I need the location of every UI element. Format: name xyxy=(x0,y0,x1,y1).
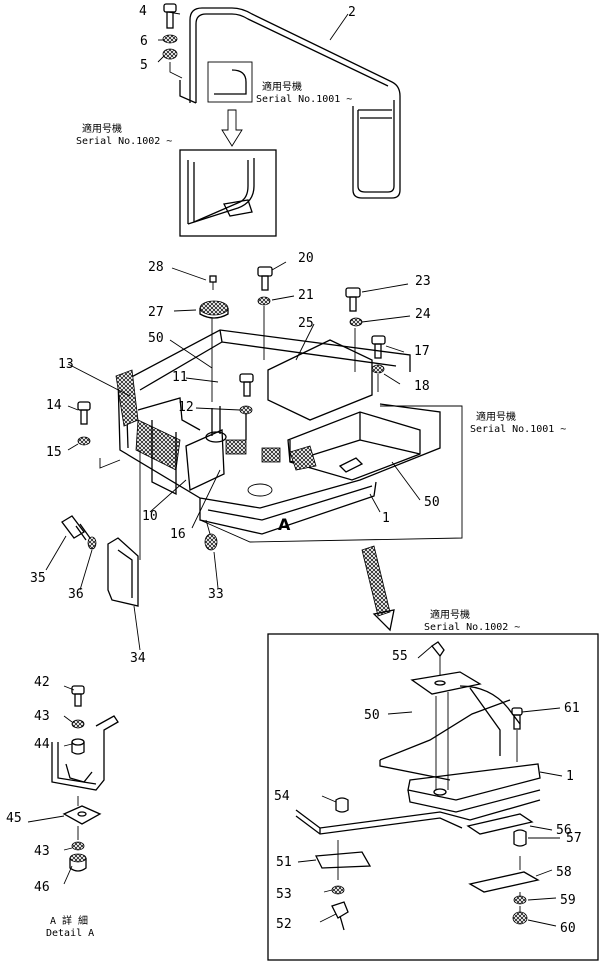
callout-15: 15 xyxy=(46,445,62,460)
washer-6 xyxy=(162,34,178,44)
note-1-jp: 適用号機 xyxy=(262,80,302,93)
callout-34: 34 xyxy=(130,651,146,666)
callout-20: 20 xyxy=(298,251,314,266)
main-frame xyxy=(115,329,441,535)
detail-a xyxy=(27,685,119,885)
callout-33: 33 xyxy=(208,587,224,602)
view-arrow-1 xyxy=(221,109,243,147)
callout-23: 23 xyxy=(415,274,431,289)
cap-27 xyxy=(199,300,379,402)
callout-36: 36 xyxy=(68,587,84,602)
callout-61: 61 xyxy=(564,701,580,716)
callout-17: 17 xyxy=(414,344,430,359)
callout-4: 4 xyxy=(139,4,147,19)
callout-54: 54 xyxy=(274,789,290,804)
callout-35: 35 xyxy=(30,571,46,586)
callout-labels: 4 6 5 2 28 20 23 21 27 25 24 50 17 13 11… xyxy=(6,4,582,936)
callout-50-b: 50 xyxy=(424,495,440,510)
detail-title-jp: A 詳 細 xyxy=(50,914,88,927)
callout-43-b: 43 xyxy=(34,844,50,859)
callout-10: 10 xyxy=(142,509,158,524)
callout-60: 60 xyxy=(560,921,576,936)
callout-56: 56 xyxy=(556,823,572,838)
plate-34 xyxy=(99,450,141,607)
callout-44: 44 xyxy=(34,737,50,752)
detail-boundary xyxy=(199,405,463,543)
callout-6: 6 xyxy=(140,34,148,49)
callout-59: 59 xyxy=(560,893,576,908)
callout-51: 51 xyxy=(276,855,292,870)
callout-24: 24 xyxy=(415,307,431,322)
callout-18: 18 xyxy=(414,379,430,394)
callout-50-c: 50 xyxy=(364,708,380,723)
callout-57: 57 xyxy=(566,831,582,846)
note-3-en: Serial No.1001 ~ xyxy=(470,424,566,435)
ring-33 xyxy=(204,533,218,551)
callout-12: 12 xyxy=(178,400,194,415)
callout-27: 27 xyxy=(148,305,164,320)
callout-25: 25 xyxy=(298,316,314,331)
ring-36 xyxy=(87,536,97,550)
view-letter-a: A xyxy=(278,515,291,534)
note-4-en: Serial No.1002 ~ xyxy=(424,622,520,633)
callout-55: 55 xyxy=(392,649,408,664)
note-4-jp: 適用号機 xyxy=(430,608,470,621)
inset-guard-1002 xyxy=(179,149,277,237)
callout-53: 53 xyxy=(276,887,292,902)
leaders-main xyxy=(45,11,421,651)
detail-title-en: Detail A xyxy=(46,928,94,939)
washers-main xyxy=(77,296,385,446)
washer-5 xyxy=(162,48,178,60)
callout-14: 14 xyxy=(46,398,62,413)
bolt-4 xyxy=(163,3,177,29)
callout-11: 11 xyxy=(172,370,188,385)
callout-1-b: 1 xyxy=(566,769,574,784)
callout-50: 50 xyxy=(148,331,164,346)
callout-1: 1 xyxy=(382,511,390,526)
view-arrow-2 xyxy=(361,545,395,632)
callout-46: 46 xyxy=(34,880,50,895)
callout-45: 45 xyxy=(6,811,22,826)
callout-16: 16 xyxy=(170,527,186,542)
callout-43: 43 xyxy=(34,709,50,724)
serial-notes: 適用号機 Serial No.1001 ~ 適用号機 Serial No.100… xyxy=(46,80,566,939)
callout-42: 42 xyxy=(34,675,50,690)
guard-rail xyxy=(179,7,401,199)
callout-58: 58 xyxy=(556,865,572,880)
hose-35 xyxy=(61,515,91,541)
note-3-jp: 適用号機 xyxy=(476,410,516,423)
callout-21: 21 xyxy=(298,288,314,303)
callout-2: 2 xyxy=(348,5,356,20)
note-2-en: Serial No.1002 ~ xyxy=(76,136,172,147)
note-1-en: Serial No.1001 ~ xyxy=(256,94,352,105)
callout-5: 5 xyxy=(140,58,148,73)
inset-frame-1002 xyxy=(267,633,599,961)
callout-28: 28 xyxy=(148,260,164,275)
bolts-main xyxy=(77,266,386,425)
callout-13: 13 xyxy=(58,357,74,372)
callout-52: 52 xyxy=(276,917,292,932)
note-2-jp: 適用号機 xyxy=(82,122,122,135)
